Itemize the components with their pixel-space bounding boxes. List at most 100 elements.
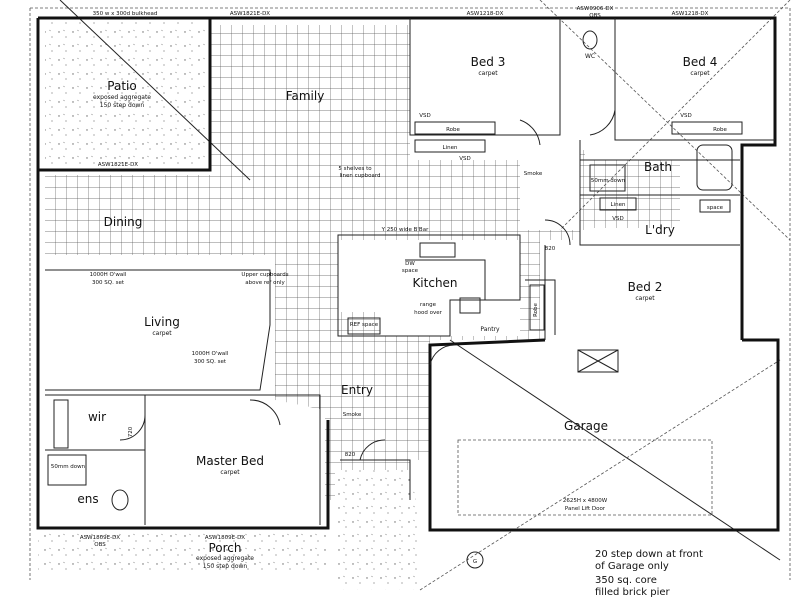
room-label-ldry: L'dry [645, 223, 675, 237]
door-garage [429, 344, 456, 366]
step-note-1: 20 step down at front [595, 549, 703, 560]
porch-note-1: exposed aggregate [196, 555, 254, 562]
roof-line-garage [449, 339, 781, 561]
ens-shower [47, 454, 87, 486]
bath-shower-note: 50mm down [591, 178, 626, 184]
window-tag-bot-1: ASW1809E-DX [80, 535, 120, 541]
room-label-wc: WC [585, 53, 595, 60]
obscure-glass-tag: OBS [589, 13, 601, 19]
linen-label-2: Linen [611, 202, 626, 208]
wall-note-top-2: 300 SQ. set [92, 280, 125, 286]
room-label-entry: Entry [341, 383, 373, 397]
pier-note-1: 350 sq. core [595, 575, 657, 586]
breakfast-bar-note: Y 250 wide B'Bar [381, 227, 429, 233]
wall-note-bot-2: 300 SQ. set [194, 359, 227, 365]
door-dim-wir: 720 [128, 426, 134, 437]
smoke-detector-label-2: Smoke [343, 412, 362, 418]
wir-shelving [53, 399, 69, 449]
range-note-1: range [420, 302, 437, 308]
patio-note-1: exposed aggregate [93, 94, 151, 101]
robe-label-bed4: Robe [713, 127, 727, 133]
dishwasher-space: space [402, 268, 419, 274]
room-label-pantry: Pantry [480, 326, 500, 333]
walls [36, 16, 780, 532]
boundary-line [30, 7, 791, 580]
patio-note-2: 150 step down [100, 102, 145, 109]
robe-bed2 [529, 284, 545, 331]
fridge-space [347, 317, 381, 335]
upper-cupboards-note-1: Upper cupboards [241, 272, 288, 278]
door-dim-entry: 820 [345, 452, 356, 458]
door-dim-bed2: 820 [545, 246, 556, 252]
linen-cupboard [414, 139, 486, 153]
door-bed3 [519, 119, 541, 146]
roof-line [59, 0, 251, 181]
wall-note-top-1: 1000H O'wall [90, 272, 127, 278]
range-hood [459, 297, 481, 314]
living-floor: carpet [152, 330, 172, 337]
master-floor: carpet [220, 469, 240, 476]
laundry-tub [699, 199, 731, 213]
path-slab [335, 470, 420, 590]
room-label-bed2: Bed 2 [628, 280, 663, 294]
door-entry [359, 439, 386, 461]
linen-label: Linen [443, 145, 458, 151]
room-label-kitchen: Kitchen [412, 276, 457, 290]
door-bed2 [544, 219, 571, 246]
range-note-2: hood over [414, 310, 442, 316]
smoke-detector-label: Smoke [524, 171, 543, 177]
robe-label-bed2: Robe [533, 302, 539, 316]
patio-slab [45, 18, 205, 168]
bed3-floor: carpet [478, 70, 498, 77]
window-tag-4: ASW1218-DX [672, 11, 709, 17]
door-master [249, 399, 281, 426]
kitchen-sink [419, 242, 456, 258]
shelves-note-2: linen cupboard [339, 173, 380, 179]
vsd-label-2: VSD [680, 113, 692, 119]
wall-note-bot-1: 1000H O'wall [192, 351, 229, 357]
garage-door-note-1: 2625H x 4800W [563, 498, 608, 504]
laundry-space-label: space [707, 205, 724, 211]
fridge-space-label: REF space [350, 322, 379, 328]
ens-shower-note: 50mm down [51, 464, 86, 470]
porch-note-2: 150 step down [203, 563, 248, 570]
upper-cupboards-note-2: above ref only [245, 280, 285, 286]
step-note-2: of Garage only [595, 561, 669, 572]
north-point-icon [466, 551, 484, 569]
vsd-label-1: VSD [419, 113, 431, 119]
bath-shower [589, 164, 626, 192]
robe-bed4 [671, 121, 743, 135]
ens-toilet [111, 489, 129, 511]
garage-vent [577, 349, 619, 373]
obscure-glass-tag-2: OBS [94, 542, 106, 548]
robe-bed3 [414, 121, 496, 135]
bed4-floor: carpet [690, 70, 710, 77]
bathtub [696, 144, 733, 191]
room-label-garage: Garage [564, 419, 608, 433]
window-tag-1: ASW1821E-DX [230, 11, 270, 17]
window-tag-2: ASW1218-DX [467, 11, 504, 17]
porch-slab [38, 528, 328, 573]
shelves-note-1: 5 shelves to [338, 166, 372, 172]
robe-label-bed3: Robe [446, 127, 460, 133]
window-tag-patio: ASW1821E-DX [98, 162, 138, 168]
tiled-floor [45, 25, 680, 500]
garage-door-outline [457, 439, 713, 516]
door-wir [119, 414, 146, 441]
door-bed4 [589, 109, 616, 136]
garage-door-note-2: Panel Lift Door [565, 506, 606, 512]
window-tag-bot-2: ASW1809E-DX [205, 535, 245, 541]
dishwasher-label: DW [405, 261, 415, 267]
wc-toilet [582, 30, 598, 50]
pier-note-2: filled brick pier [595, 587, 671, 598]
room-label-bath: Bath [644, 160, 672, 174]
north-label: G [473, 559, 477, 565]
room-label-ens: ens [77, 492, 98, 506]
room-label-patio: Patio [107, 79, 136, 93]
room-label-porch: Porch [208, 541, 241, 555]
bed2-floor: carpet [635, 295, 655, 302]
room-label-bed4: Bed 4 [683, 55, 718, 69]
room-label-living: Living [144, 315, 180, 329]
window-tag-3: ASW0906-DX [577, 6, 614, 12]
